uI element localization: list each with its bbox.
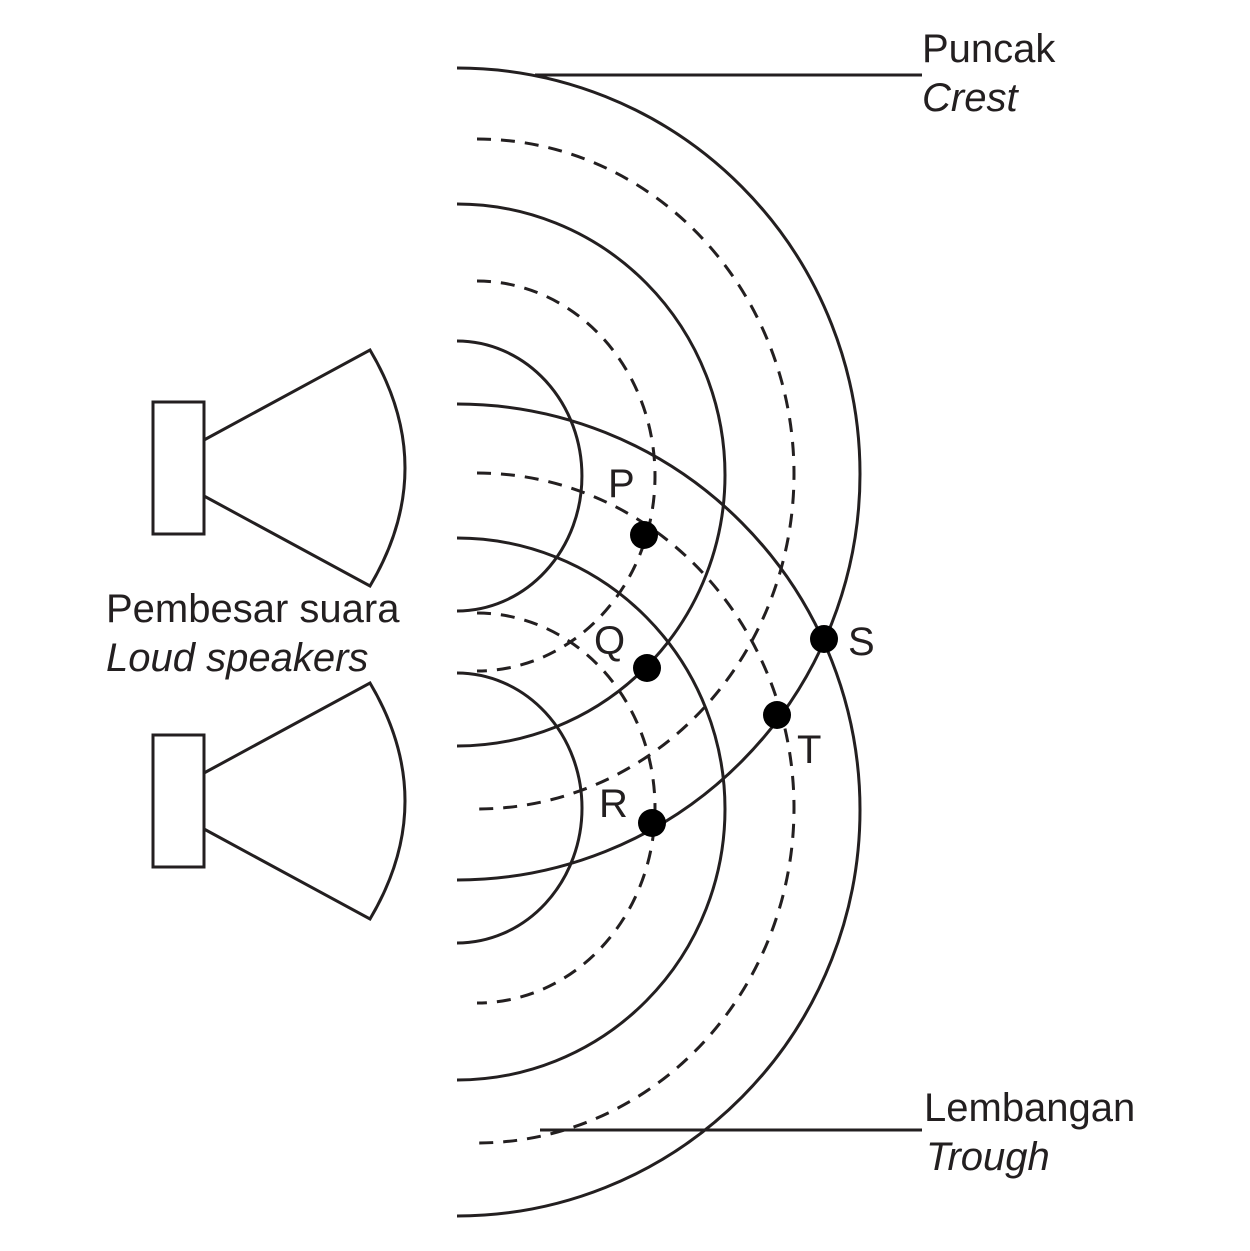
upper-trough-1 bbox=[476, 279, 657, 673]
intersection-points bbox=[630, 521, 838, 837]
lower-crest-2 bbox=[456, 536, 727, 1082]
point-q-label: Q bbox=[594, 619, 625, 663]
point-p-dot bbox=[630, 521, 658, 549]
point-t-dot bbox=[763, 701, 791, 729]
lower-speaker-body bbox=[151, 733, 206, 869]
point-t-label: T bbox=[797, 728, 821, 772]
upper-crest-1 bbox=[456, 339, 584, 613]
point-p-label: P bbox=[608, 462, 635, 506]
point-r-dot bbox=[638, 809, 666, 837]
point-r-label: R bbox=[599, 782, 628, 826]
lower-trough-1 bbox=[476, 611, 657, 1005]
point-s-dot bbox=[810, 625, 838, 653]
point-s-label: S bbox=[848, 620, 875, 664]
crest-label-malay: Puncak bbox=[922, 27, 1056, 71]
lower-crest-1 bbox=[456, 671, 584, 945]
speakers-label-malay: Pembesar suara bbox=[106, 587, 400, 631]
trough-label-english: Trough bbox=[926, 1135, 1050, 1179]
upper-speaker-body bbox=[151, 400, 206, 536]
trough-label-malay: Lembangan bbox=[924, 1086, 1135, 1130]
point-q-dot bbox=[633, 654, 661, 682]
upper-crest-2 bbox=[456, 202, 727, 748]
lower-speaker-cone bbox=[203, 680, 407, 922]
upper-speaker-cone bbox=[203, 347, 407, 589]
lower-trough-2 bbox=[476, 471, 796, 1145]
lower-crest-3 bbox=[456, 402, 862, 1218]
lower-source-wavefronts bbox=[456, 402, 862, 1218]
speakers-label-english: Loud speakers bbox=[106, 636, 368, 680]
upper-trough-2 bbox=[476, 137, 796, 811]
lower-speaker bbox=[151, 680, 407, 922]
upper-speaker bbox=[151, 347, 407, 589]
crest-label-english: Crest bbox=[922, 76, 1019, 120]
